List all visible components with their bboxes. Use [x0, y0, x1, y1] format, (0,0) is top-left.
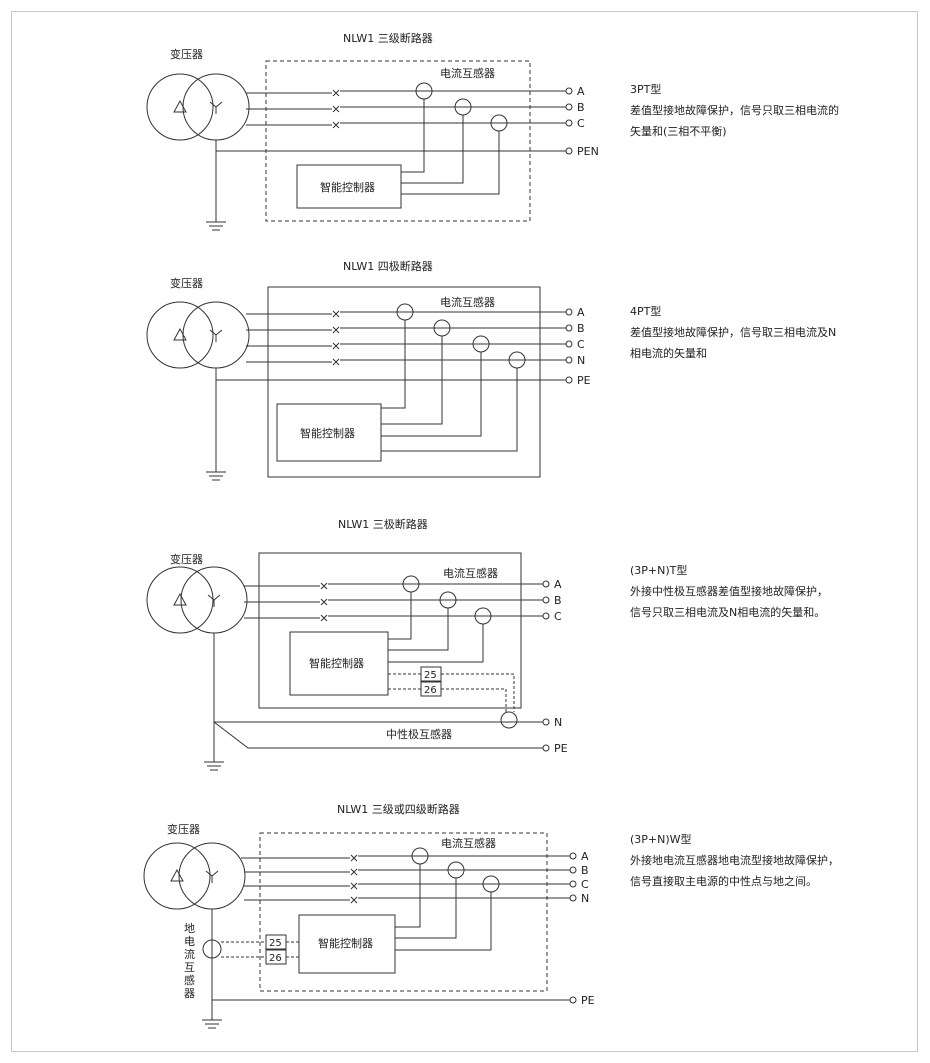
page-frame [11, 11, 918, 1052]
terminal-pen: PEN [577, 145, 599, 158]
wye-icon [209, 101, 223, 114]
ground-icon [206, 368, 226, 481]
description-line: 信号直接取主电源的中性点与地之间。 [630, 875, 817, 888]
diagram-title: NLW1 三级断路器 [343, 31, 433, 45]
description-line: 矢量和(三相不平衡) [630, 125, 727, 138]
transformer-symbol [146, 566, 248, 634]
terminal-pe: PE [581, 994, 595, 1007]
controller-label: 智能控制器 [320, 180, 375, 194]
ground-ct-char-3: 流 [184, 947, 195, 961]
ground-icon [202, 1000, 222, 1029]
delta-icon [173, 327, 187, 341]
description-line: 外接地电流互感器地电流型接地故障保护， [630, 854, 839, 867]
ground-ct-char-5: 感 [184, 974, 195, 987]
terminal-n: N [581, 892, 589, 905]
description-line: 相电流的矢量和 [630, 347, 707, 360]
terminal-c: C [577, 338, 585, 351]
terminal-a: A [577, 85, 585, 98]
external-ct-label: 中性极互感器 [386, 727, 452, 741]
description-title: 4PT型 [630, 305, 662, 318]
ct-label: 电流互感器 [440, 66, 495, 80]
description-title: 3PT型 [630, 83, 662, 96]
controller-label: 智能控制器 [300, 426, 355, 440]
terminal-pe: PE [554, 742, 568, 755]
transformer-label: 变压器 [170, 47, 203, 61]
diagram-title: NLW1 三极断路器 [338, 517, 428, 531]
terminal-25: 25 [424, 670, 437, 681]
wye-icon [205, 870, 219, 883]
terminal-26: 26 [424, 685, 437, 696]
controller-box [289, 631, 389, 696]
ground-ct-char-6: 器 [184, 987, 195, 1000]
ground-icon [206, 140, 226, 231]
transformer-symbol [146, 301, 250, 369]
description-title: (3P+N)W型 [630, 833, 692, 846]
description-line: 差值型接地故障保护，信号取三相电流及N [630, 326, 837, 339]
ground-icon [204, 722, 224, 771]
controller-box [298, 914, 396, 974]
terminal-b: B [577, 322, 585, 335]
controller-label: 智能控制器 [309, 656, 364, 670]
description-3pt: 3PT型 差值型接地故障保护，信号只取三相电流的 矢量和(三相不平衡) [630, 79, 839, 142]
ground-ct-char-2: 电 [184, 935, 195, 948]
ground-ct-char-1: 地 [184, 922, 195, 935]
terminal-c: C [581, 878, 589, 891]
terminal-b: B [554, 594, 562, 607]
diagram-3pt: NLW1 三级断路器 变压器 电流互感器 智能控制器 A B C PEN [146, 31, 599, 231]
description-title: (3P+N)T型 [630, 564, 688, 577]
transformer-label: 变压器 [167, 822, 200, 836]
description-3pnw: (3P+N)W型 外接地电流互感器地电流型接地故障保护， 信号直接取主电源的中性… [630, 829, 839, 892]
description-line: 信号只取三相电流及N相电流的矢量和。 [630, 606, 826, 619]
breaker-box [258, 552, 522, 709]
ct-label: 电流互感器 [441, 836, 496, 850]
ct-label: 电流互感器 [440, 295, 495, 309]
terminal-n: N [577, 354, 585, 367]
terminal-a: A [581, 850, 589, 863]
diagram-4pt: NLW1 四极断路器 变压器 电流互感器 智能控制器 A B C N PE [146, 259, 591, 481]
terminal-c: C [577, 117, 585, 130]
terminal-25: 25 [269, 938, 282, 949]
diagram-title: NLW1 四极断路器 [343, 259, 433, 273]
description-4pt: 4PT型 差值型接地故障保护，信号取三相电流及N 相电流的矢量和 [630, 301, 836, 364]
terminal-pe: PE [577, 374, 591, 387]
transformer-label: 变压器 [170, 552, 203, 566]
transformer-symbol [143, 842, 246, 910]
delta-icon [173, 99, 187, 113]
terminal-a: A [554, 578, 562, 591]
ct-label: 电流互感器 [443, 566, 498, 580]
breaker-box [259, 832, 548, 992]
diagram-3pnt: NLW1 三极断路器 变压器 电流互感器 智能控制器 25 26 中性极互感器 … [146, 517, 568, 771]
controller-box [276, 403, 382, 462]
description-line: 外接中性极互感器差值型接地故障保护， [630, 585, 828, 598]
delta-icon [173, 592, 187, 606]
controller-label: 智能控制器 [318, 936, 373, 950]
diagram-title: NLW1 三级或四级断路器 [337, 802, 460, 816]
terminal-c: C [554, 610, 562, 623]
terminal-a: A [577, 306, 585, 319]
wye-icon [209, 329, 223, 342]
breaker-box [267, 286, 541, 478]
wye-icon [207, 594, 221, 607]
terminal-b: B [581, 864, 589, 877]
description-line: 差值型接地故障保护，信号只取三相电流的 [630, 104, 839, 117]
breaker-box [265, 60, 531, 222]
transformer-symbol [146, 73, 250, 141]
terminal-n: N [554, 716, 562, 729]
transformer-label: 变压器 [170, 276, 203, 290]
diagram-3pnw: NLW1 三级或四级断路器 变压器 电流互感器 智能控制器 25 26 地 电 … [143, 802, 595, 1029]
description-3pnt: (3P+N)T型 外接中性极互感器差值型接地故障保护， 信号只取三相电流及N相电… [630, 560, 828, 623]
delta-icon [170, 868, 184, 882]
terminal-b: B [577, 101, 585, 114]
ground-ct-char-4: 互 [184, 961, 195, 974]
terminal-26: 26 [269, 953, 282, 964]
controller-box [296, 164, 402, 209]
